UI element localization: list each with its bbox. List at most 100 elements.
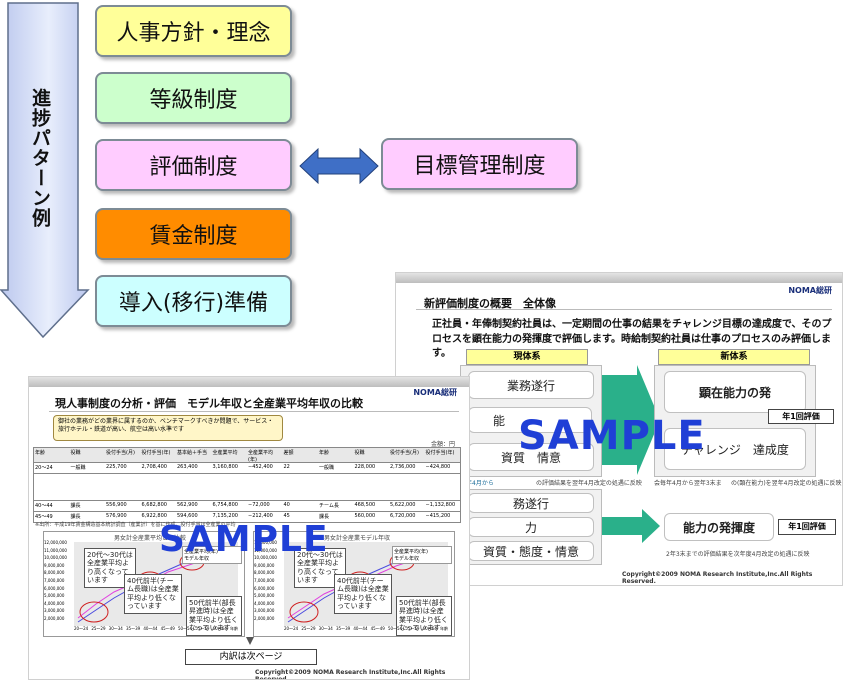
transition-arrow-icon [602,365,660,475]
slide-left-copyright: Copyright©2009 NOMA Research Institute,I… [255,669,446,680]
y-tick: 6,000,000 [254,585,275,591]
table-cell: −212,400 [248,513,273,519]
note-left-2: 40代前半(チーム長職)は全産業平均より低くなっています [124,574,182,614]
y-tick: 5,000,000 [254,593,275,599]
chart-left-title: 男女計全産業平均との比較 [114,535,186,542]
slide-right-logo: NOMA総研 [788,286,832,295]
x-tick: 20〜24 [74,626,89,631]
table-cell: 468,500 [354,502,376,508]
chart-left-xticks: 20〜24 25〜29 30〜34 35〜39 40〜44 45〜49 50〜5… [74,626,238,632]
table-cell: 594,600 [177,513,198,519]
table-unit: 金額：円 [430,441,455,448]
x-tick: 40〜44 [143,626,158,631]
x-tick: 40〜44 [353,626,368,631]
legend-b: モデル年収 [394,556,420,562]
slide-left: NOMA総研 現人事制度の分析・評価 モデル年収と全産業平均年収の比較 御社の業… [28,376,470,680]
footnote-right: 会毎年4月から翌年3末ま [654,480,722,487]
table-cell: 2,708,400 [141,464,167,470]
table-cell: 課長 [70,503,81,509]
slide-left-title: 現人事制度の分析・評価 モデル年収と全産業平均年収の比較 [55,397,363,410]
step-grade: 等級制度 [95,72,292,124]
step-wage: 賃金制度 [95,208,292,260]
y-tick: 7,000,000 [44,577,65,583]
y-tick: 11,000,000 [254,547,277,553]
chart-left-legend: 全産業平均(年) モデル年収 [182,546,242,564]
x-tick: 60〜64 [422,626,437,631]
table-cell: 576,900 [106,513,127,519]
table-cell: 45 [283,513,290,519]
new-item-ability: 顕在能力の発 [664,371,806,413]
table-cell: 228,000 [354,464,376,470]
y-tick: 10,000,000 [254,555,277,561]
chart-left: 男女計全産業平均との比較 12,000,000 11,000,000 10,00… [43,531,245,637]
related-mbo: 目標管理制度 [381,138,578,190]
table-cell: −452,400 [248,464,273,470]
chart-right-xticks: 20〜24 25〜29 30〜34 35〜39 40〜44 45〜49 50〜5… [284,626,448,632]
table-cell: 一般職 [70,465,86,471]
lower-annual-badge: 年1回評価 [778,519,836,535]
y-tick: 4,000,000 [44,600,65,606]
table-header-cell: 役付手当(年) [425,450,455,456]
down-pointer-icon [246,637,254,645]
table-cell: 225,700 [106,464,127,470]
x-tick: 50〜54 [177,626,193,631]
y-tick: 10,000,000 [44,555,67,561]
y-tick: 9,000,000 [44,562,65,568]
y-tick: 2,000,000 [44,615,65,621]
x-tick: 55〜59 [195,626,210,631]
legend-a: 全産業平均(年) [184,549,218,555]
slide-left-topbar [29,377,469,387]
x-tick: 55〜59 [405,626,420,631]
table-cell: 6,720,000 [390,513,416,519]
footnote-mid: の評価結果を翌年4月改定の処遇に反映 [536,480,642,487]
y-tick: 8,000,000 [44,570,65,576]
footnote-left: 会毎年4月から [454,480,494,487]
table-cell: −415,200 [425,513,451,519]
x-tick: 35〜39 [125,626,141,631]
table-header-cell: 基本給＋手当 [177,450,208,456]
chart-right-legend: 全産業平均(年) モデル年収 [392,546,452,564]
table-header-cell: 役職 [70,450,81,456]
col-new-header: 新体系 [658,349,810,365]
slide-left-logo: NOMA総研 [413,388,457,397]
y-tick: 5,000,000 [44,593,65,599]
x-tick: 35〜39 [335,626,351,631]
step-wage-label: 賃金制度 [149,224,238,249]
slide-right-title-rule [416,309,832,310]
table-header-cell: 役付手当(月) [390,450,419,456]
table-cell: 22 [283,464,290,470]
table-cell: 556,900 [106,502,127,508]
y-tick: 6,000,000 [44,585,65,591]
footnote-far: の(顕在能力)を翌年4月改定の処遇に反映 [731,480,842,487]
double-arrow-icon [299,147,379,185]
y-tick: 3,000,000 [44,608,65,614]
table-cell: 3,160,800 [212,464,238,470]
slide-right-copyright: Copyright©2009 NOMA Research Institute,I… [622,571,813,585]
table-cell: 課長 [70,514,81,520]
callout-box: 御社の業務がどの業界に属するのか、ベンチマークすべきか問題で、サービス・旅行ホテ… [53,415,283,441]
y-tick: 7,000,000 [254,577,275,583]
table-header-cell: 役付手当(年) [141,450,171,456]
x-tick: 50〜54 [387,626,403,631]
step-introduction: 導入(移行)準備 [95,275,292,327]
note-left-1: 20代〜30代は全産業平均より高くなっています [84,548,136,588]
step-evaluation: 評価制度 [95,139,292,191]
table-cell: 40 [283,502,290,508]
note-right-3: 50代前半(部長昇進時)は全産業平均より低くなっています [396,596,452,636]
table-cell: 562,900 [177,502,198,508]
table-cell: 課長 [319,514,330,520]
table-header-cell: 差額 [283,450,294,456]
table-cell: 7,135,200 [212,513,238,519]
y-tick: 9,000,000 [254,562,275,568]
table-row: 45〜49 課長 576,900 6,922,800 594,600 7,135… [33,512,461,523]
lower-transition-arrow-icon [602,509,660,543]
table-header-cell: 役職 [354,450,365,456]
salary-table: 年齢 役職 役付手当(月) 役付手当(年) 基本給＋手当 全産業平均 全産業平均… [33,447,461,523]
table-cell: 6,682,800 [141,502,167,508]
lower-new-ability: 能力の発揮度 [664,513,774,541]
chart-right: 男女計全産業モデル年収 12,000,000 11,000,000 10,000… [253,531,455,637]
current-item-ability: 能 [468,407,592,433]
table-cell: 560,000 [354,513,376,519]
chart-right-title: 男女計全産業モデル年収 [324,535,391,542]
step-policy: 人事方針・理念 [95,5,292,57]
